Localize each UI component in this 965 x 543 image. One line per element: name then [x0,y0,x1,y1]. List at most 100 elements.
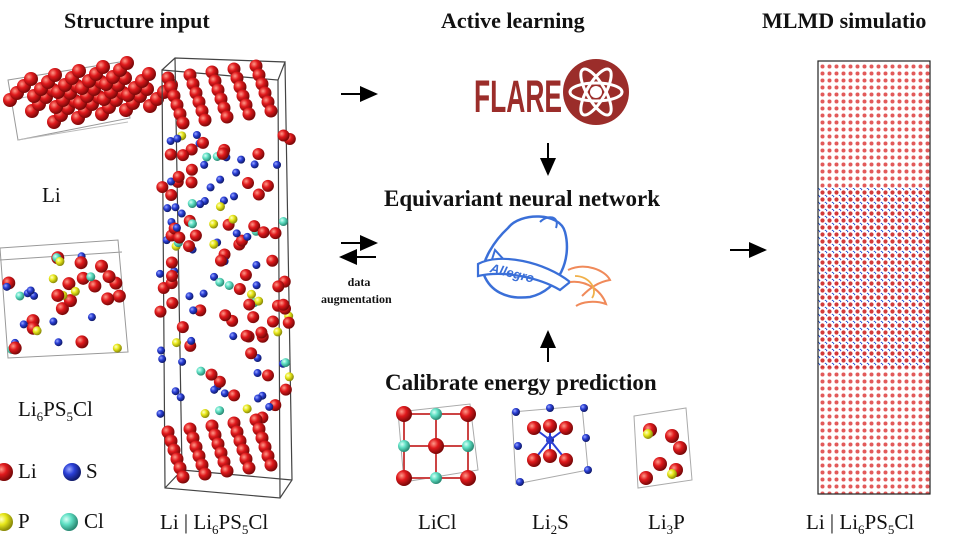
licl-crystal-structure [396,403,479,486]
header-mlmd-simulation: MLMD simulatio [762,8,927,33]
cl-atom [86,272,96,282]
s-atom [252,261,261,270]
s-atom [243,232,252,241]
s-atom [171,387,180,396]
li-atom [228,389,241,402]
p-atom [242,404,252,414]
s-atom [237,155,246,164]
li-atom [51,288,65,302]
s-atom [254,394,263,403]
s-atom [229,332,238,341]
li-atom [279,383,292,396]
label-li2s: Li2S [532,510,569,538]
p-atom [48,274,58,284]
li-atom [543,419,557,433]
li-atom [257,226,270,239]
li-atom [72,64,86,78]
allegro-logo: Allegro [476,215,612,307]
svg-text:FLARE: FLARE [474,71,562,122]
legend-s-label: S [86,459,98,483]
li-atom [63,294,77,308]
s-atom [210,385,219,394]
label-mlmd-interface: Li | Li6PS5Cl [806,510,915,538]
s-atom [166,136,175,145]
li-atom [198,113,212,127]
cl-atom [15,291,25,301]
li-atom [559,421,573,435]
li-atom [166,297,179,310]
s-atom [546,404,554,412]
s-atom [163,204,172,213]
li-atom [62,277,76,291]
li2s-crystal-structure [511,404,592,486]
p-atom [228,214,238,224]
s-atom [49,317,58,326]
cl-atom [215,406,225,416]
li-atom [396,470,412,486]
li-atom [428,438,444,454]
flare-logo: FLARE [474,59,629,125]
li-atom [166,270,179,283]
cl-atom [430,472,442,484]
li-atom [245,347,258,360]
p-atom [209,219,219,229]
s-atom [580,404,588,412]
s-atom [19,320,28,329]
cl-atom [398,440,410,452]
header-active-learning: Active learning [441,8,585,33]
li-atom [176,321,189,334]
s-atom [2,282,11,291]
s-atom [516,478,524,486]
li-atom [165,188,178,201]
s-atom [584,466,592,474]
li-atom [24,72,38,86]
p-atom [55,257,65,267]
s-atom [232,229,241,238]
li-atom [196,136,209,149]
calibrate-energy-title: Calibrate energy prediction [385,370,657,395]
li-atom [176,149,189,162]
li-atom [216,147,229,160]
p-atom [32,326,42,336]
legend-li-label: Li [18,459,37,483]
p-atom [284,372,294,382]
li-atom [255,326,268,339]
legend-p-label: P [18,509,30,533]
s-atom [253,369,262,378]
li-atom [261,369,274,382]
legend-cl-atom [60,513,78,531]
legend-p-atom [0,513,13,531]
p-atom [254,296,264,306]
li-atom [264,458,278,472]
li-atom [74,256,88,270]
li-crystal-structure [3,56,178,141]
cl-atom [278,217,288,227]
li-atom [639,471,653,485]
li-atom [252,188,265,201]
li-atom [8,341,22,355]
s-atom [172,223,181,232]
li-atom [460,406,476,422]
p-atom [643,429,653,439]
li-atom [198,467,212,481]
label-li3p: Li3P [648,510,685,538]
cl-atom [430,408,442,420]
li-atom [120,56,134,70]
li-atom [240,329,253,342]
li-atom [101,292,115,306]
li-atom [559,453,573,467]
li-atom [266,315,279,328]
li-atom [96,60,110,74]
li-atom [272,280,285,293]
legend-li-atom [0,463,13,481]
legend-s-atom [63,463,81,481]
li-atom [183,240,196,253]
li-atom [460,470,476,486]
li-atom [185,143,198,156]
li-atom [185,163,198,176]
s-atom [173,134,182,143]
li-atom [176,116,190,130]
p-atom [112,343,122,353]
p-atom [667,469,677,479]
